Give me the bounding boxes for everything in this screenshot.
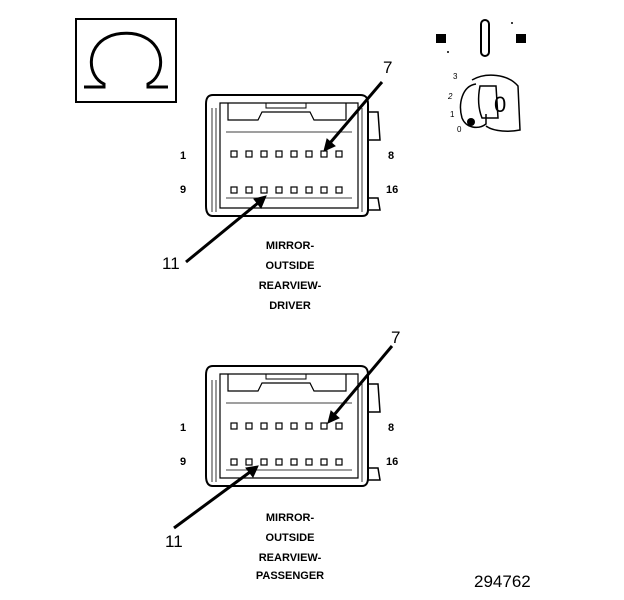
passenger-title-line-4: PASSENGER	[255, 570, 325, 582]
connector-driver-pins-top	[230, 150, 343, 158]
key-label: 0	[494, 92, 507, 117]
passenger-callout-7: 7	[391, 328, 401, 347]
ohmmeter-icon	[75, 18, 177, 103]
arrowhead-driver-7	[323, 138, 336, 152]
driver-pin-label-16: 16	[386, 184, 399, 196]
connector-passenger-pins-top	[230, 422, 343, 430]
driver-title-line-3: REARVIEW-	[258, 280, 322, 292]
leader-driver-7	[328, 81, 384, 144]
arrowhead-driver-11	[253, 195, 267, 209]
driver-title-line-2: OUTSIDE	[265, 260, 315, 272]
passenger-title-line-2: OUTSIDE	[265, 532, 315, 544]
key-position-0: 0	[457, 125, 462, 134]
driver-callout-11: 11	[162, 254, 180, 273]
callout-arrows	[173, 81, 394, 530]
arrowhead-passenger-11	[245, 465, 259, 478]
arrowhead-passenger-7	[327, 410, 340, 424]
connector-driver-pins-bottom	[230, 186, 343, 194]
passenger-callout-11: 11	[165, 532, 183, 551]
figure-id: 294762	[474, 572, 531, 591]
key-position-2: 2	[448, 92, 453, 101]
passenger-pin-label-16: 16	[386, 456, 399, 468]
connector-passenger	[205, 365, 381, 487]
leader-driver-11	[185, 201, 259, 264]
passenger-pin-label-9: 9	[180, 456, 187, 468]
ignition-key-icon	[436, 19, 526, 132]
driver-pin-label-1: 1	[180, 150, 187, 162]
connector-passenger-pins-bottom	[230, 458, 343, 466]
leader-passenger-7	[332, 345, 394, 416]
leader-passenger-11	[173, 470, 251, 530]
driver-title-line-1: MIRROR-	[265, 240, 315, 252]
driver-callout-7: 7	[383, 58, 393, 77]
driver-pin-label-8: 8	[388, 150, 395, 162]
passenger-pin-label-1: 1	[180, 422, 187, 434]
key-position-3: 3	[453, 72, 458, 81]
passenger-title-line-3: REARVIEW-	[258, 552, 322, 564]
driver-pin-label-9: 9	[180, 184, 187, 196]
key-position-1: 1	[450, 110, 455, 119]
passenger-title-line-1: MIRROR-	[265, 512, 315, 524]
driver-title-line-4: DRIVER	[269, 300, 311, 312]
passenger-pin-label-8: 8	[388, 422, 395, 434]
